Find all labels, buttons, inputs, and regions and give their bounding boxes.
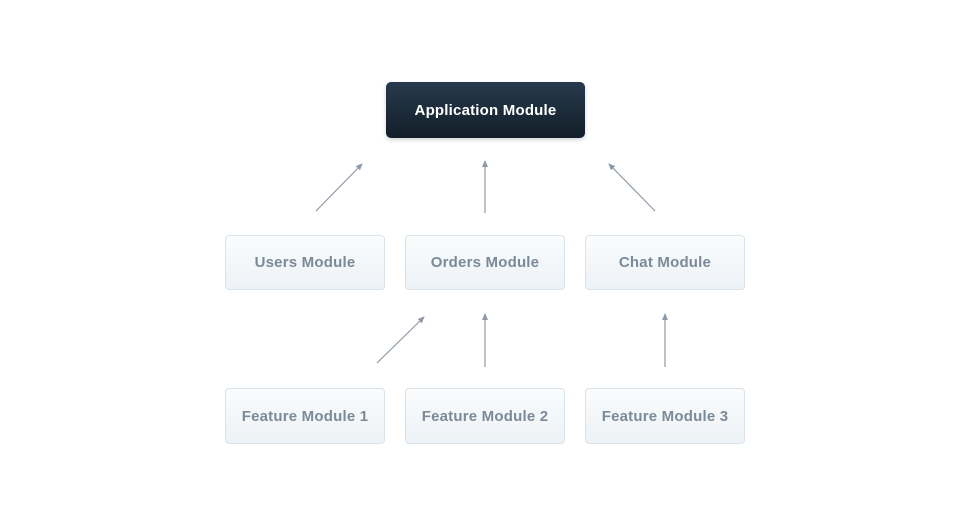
node-application-module: Application Module xyxy=(386,82,585,138)
node-orders-module-label: Orders Module xyxy=(430,254,540,271)
node-chat-module-label: Chat Module xyxy=(618,254,712,271)
node-feature-module-1: Feature Module 1 xyxy=(225,388,385,444)
node-application-module-label: Application Module xyxy=(414,101,557,119)
node-users-module: Users Module xyxy=(225,235,385,290)
arrow-users-to-application xyxy=(315,163,363,212)
arrow-chat-to-application xyxy=(608,163,656,212)
node-users-module-label: Users Module xyxy=(254,254,356,271)
arrow-feature1-to-orders xyxy=(376,316,425,364)
node-feature-module-3: Feature Module 3 xyxy=(585,388,745,444)
node-chat-module: Chat Module xyxy=(585,235,745,290)
node-orders-module: Orders Module xyxy=(405,235,565,290)
node-feature-module-2-label: Feature Module 2 xyxy=(421,407,549,425)
node-feature-module-3-label: Feature Module 3 xyxy=(601,407,729,425)
node-feature-module-2: Feature Module 2 xyxy=(405,388,565,444)
node-feature-module-1-label: Feature Module 1 xyxy=(241,407,369,425)
